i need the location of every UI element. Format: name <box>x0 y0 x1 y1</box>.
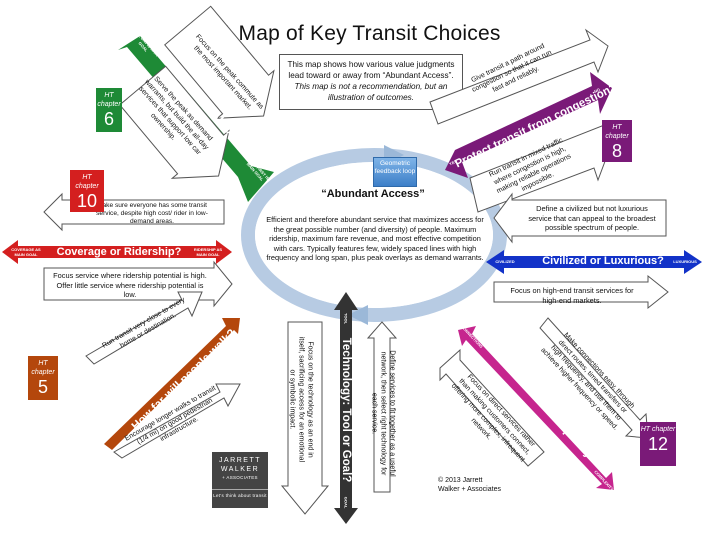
civilized-box-bottom: Focus on high-end transit services for h… <box>510 286 634 305</box>
logo-tagline: Let's think about transit <box>212 488 268 501</box>
connections-top-outline-arrow <box>539 317 649 439</box>
peak-chapter-number: 6 <box>103 109 114 129</box>
coverage-end-left: COVERAGE AS MAIN GOAL <box>11 247 41 257</box>
logo-line2: WALKER <box>220 465 260 473</box>
center-body: Efficient and therefore abundant service… <box>266 215 484 263</box>
technology-label: Technology: Tool or Goal? <box>340 337 352 483</box>
walk-top-outline-arrow <box>85 291 203 365</box>
congestion-chapter-badge: HT chapter 8 <box>602 120 632 162</box>
peak-top-outline-arrow <box>164 5 275 119</box>
civilized-box-top: Define a civilized but not luxurious ser… <box>528 204 656 232</box>
civilized-top-outline-arrow <box>493 192 667 244</box>
walk-bottom-outline-arrow <box>113 383 241 459</box>
connections-bottom-outline-arrow <box>439 348 545 467</box>
coverage-chapter-label: HT chapter <box>75 174 99 190</box>
connections-arrow <box>458 326 614 490</box>
technology-box-left-text: Focus on the technology as an end in its… <box>288 336 314 463</box>
technology-left-outline-arrow <box>280 321 330 515</box>
technology-end-top: TOOL <box>343 312 349 325</box>
intro-line2: This map is not a recommendation, but an… <box>294 82 448 102</box>
connections-chapter-number: 12 <box>647 434 669 454</box>
coverage-box-bottom: Focus service where ridership potential … <box>53 271 207 299</box>
walk-chapter-number: 5 <box>37 377 48 397</box>
civilized-end-right: LUXURIOUS <box>673 259 697 264</box>
walk-chapter-badge: HT chapter 5 <box>28 356 58 400</box>
technology-end-bottom: GOAL <box>343 496 349 509</box>
congestion-chapter-label: HT chapter <box>605 124 629 140</box>
civilized-label: Civilized or Luxurious? <box>542 255 664 267</box>
copyright: © 2013 Jarrett Walker + Associates <box>438 476 501 494</box>
peak-chapter-label: HT chapter <box>97 92 121 108</box>
coverage-end-right: RIDERSHIP AS MAIN GOAL <box>193 247 223 257</box>
jarrett-walker-logo: JARRETT WALKER + ASSOCIATES Let's think … <box>212 452 268 508</box>
coverage-chapter-badge: HT chapter 10 <box>70 170 104 212</box>
copyright-line1: © 2013 Jarrett <box>438 477 483 484</box>
technology-arrow <box>334 292 358 524</box>
technology-box-right-text: Define services to fit together as a use… <box>370 350 396 477</box>
congestion-chapter-number: 8 <box>611 141 622 161</box>
page-title: A Map of Key Transit Choices <box>219 22 501 45</box>
logo-line3: + ASSOCIATES <box>222 475 258 480</box>
copyright-line2: Walker + Associates <box>438 486 501 493</box>
coverage-arrow <box>2 240 232 264</box>
technology-right-outline-arrow <box>366 321 398 493</box>
coverage-box-top: Make sure everyone has some transit serv… <box>96 202 208 225</box>
intro-line1: This map shows how various value judgmen… <box>287 60 455 80</box>
walk-arrow <box>104 318 240 450</box>
coverage-chapter-number: 10 <box>76 191 98 211</box>
loop-arrowhead-bottom <box>348 305 368 325</box>
civilized-end-left: CIVILIZED <box>495 259 515 264</box>
logo-line1: JARRETT <box>219 457 261 464</box>
feedback-loop-label: Geometric feedback loop <box>373 157 417 187</box>
civilized-arrow <box>486 250 702 274</box>
connections-chapter-badge: HT chapter 12 <box>640 422 676 466</box>
connections-chapter-label: HT chapter <box>640 426 676 433</box>
congestion-top-outline-arrow <box>429 28 609 125</box>
peak-chapter-badge: HT chapter 6 <box>96 88 122 132</box>
center-heading: “Abundant Access” <box>321 188 425 200</box>
peak-bottom-outline-arrow <box>119 65 230 179</box>
coverage-label: Coverage or Ridership? <box>56 246 182 258</box>
civilized-bottom-outline-arrow <box>493 274 669 310</box>
walk-chapter-label: HT chapter <box>31 360 55 376</box>
congestion-arrow <box>445 72 612 178</box>
